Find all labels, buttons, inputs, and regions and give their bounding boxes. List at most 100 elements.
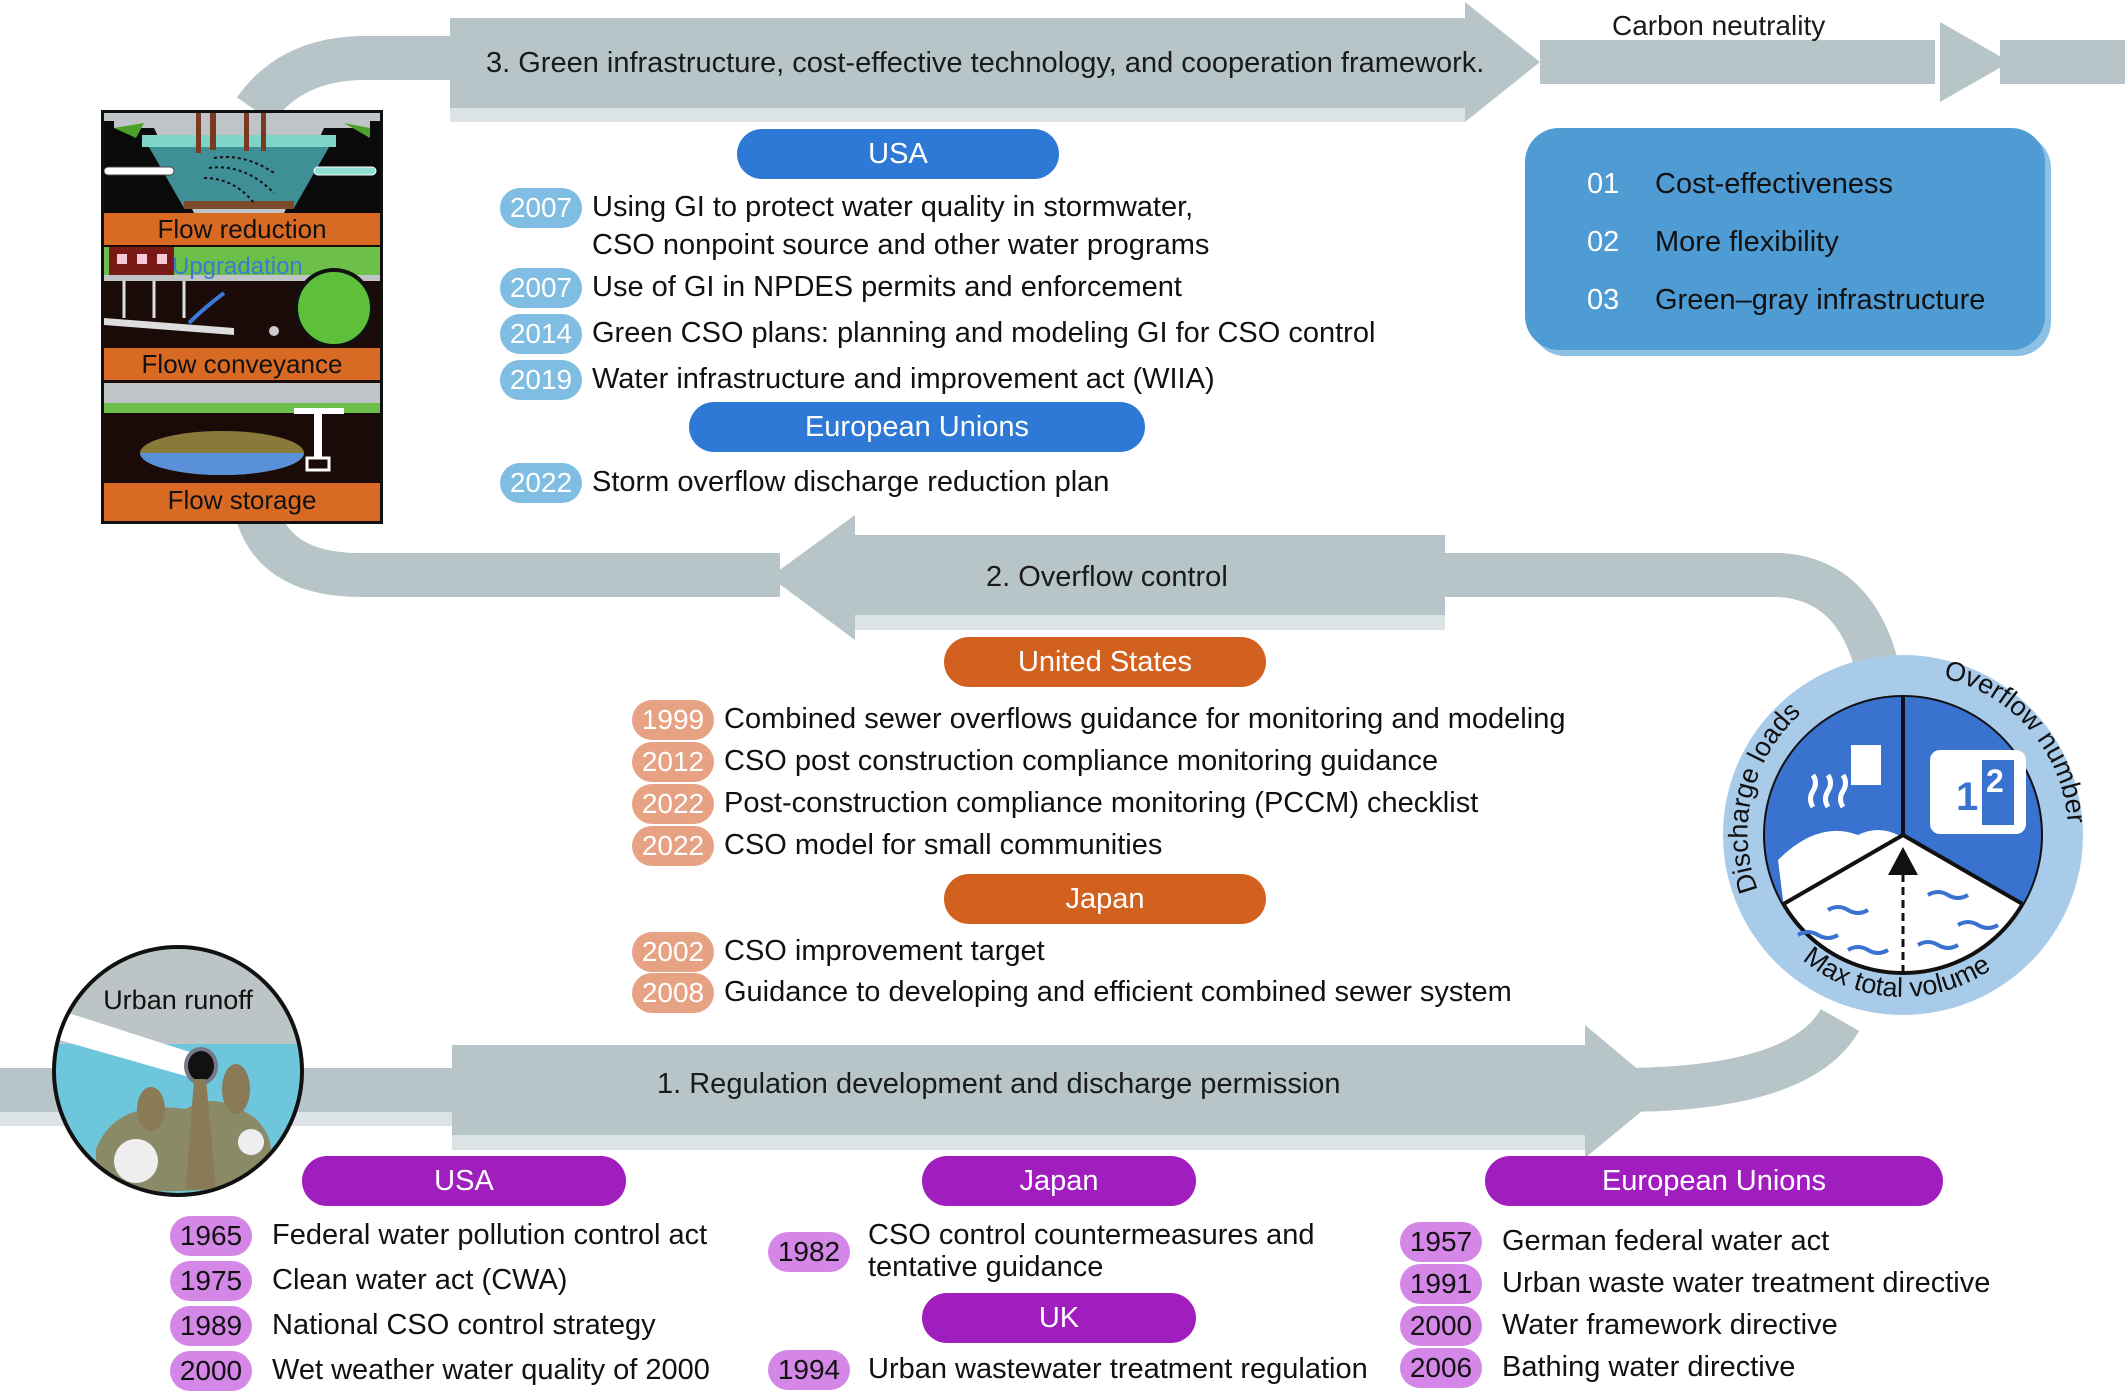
regulation-item: 1991 Urban waste water treatment directi… — [1400, 1264, 1990, 1304]
year-badge: 2019 — [500, 360, 582, 400]
regulation-text: CSO model for small communities — [724, 829, 1163, 861]
regulation-text: Federal water pollution control act — [272, 1219, 708, 1251]
year-badge: 2000 — [1400, 1306, 1482, 1346]
benefit-number: 02 — [1587, 226, 1620, 258]
regulation-text: Using GI to protect water quality in sto… — [592, 191, 1194, 223]
region-badge-japan-stage1: Japan — [922, 1156, 1196, 1206]
regulation-text: German federal water act — [1502, 1225, 1830, 1257]
stage1-title: 1. Regulation development and discharge … — [657, 1068, 1341, 1100]
regulation-text: Urban wastewater treatment regulation — [868, 1353, 1368, 1385]
counter-digit-1: 1 — [1956, 775, 1978, 819]
regulation-text: Green CSO plans: planning and modeling G… — [592, 317, 1376, 349]
stage2-title: 2. Overflow control — [986, 561, 1228, 593]
year-badge: 1991 — [1400, 1264, 1482, 1304]
upgrade-inset — [294, 268, 374, 348]
regulation-item: 2019 Water infrastructure and improvemen… — [500, 360, 1215, 400]
region-badge-usa-stage3: USA — [737, 129, 1059, 179]
year-badge: 2022 — [632, 784, 714, 824]
regulation-item: 2008 Guidance to developing and efficien… — [632, 973, 1512, 1013]
flow-storage-label: Flow storage — [167, 485, 317, 515]
benefit-label: Cost-effectiveness — [1655, 168, 1894, 200]
steam-icon — [1808, 773, 1848, 809]
stage1-arrow — [452, 1025, 1665, 1158]
water-waves-icon — [1796, 890, 2000, 955]
urban-runoff-illustration: Urban runoff — [52, 945, 304, 1197]
regulation-text: Storm overflow discharge reduction plan — [592, 466, 1110, 498]
regulation-item: 2014 Green CSO plans: planning and model… — [500, 314, 1375, 354]
regulation-text: Bathing water directive — [1502, 1351, 1796, 1383]
bioretention-basin — [142, 135, 336, 208]
benefit-label: More flexibility — [1655, 226, 1839, 258]
year-badge: 2007 — [500, 268, 582, 308]
year-badge: 2007 — [500, 188, 582, 228]
regulation-text-line2: tentative guidance — [868, 1251, 1104, 1283]
regulation-item: 1975 Clean water act (CWA) — [170, 1261, 567, 1301]
regulation-item: 1982 CSO control countermeasures and ten… — [768, 1216, 1315, 1286]
regulation-text: National CSO control strategy — [272, 1309, 656, 1341]
regulation-item: 2022 CSO model for small communities — [632, 826, 1162, 866]
regulation-text: CSO control countermeasures and — [868, 1219, 1315, 1251]
year-badge: 1975 — [170, 1261, 252, 1301]
year-badge: 2000 — [170, 1351, 252, 1391]
fish-icon — [114, 1139, 158, 1183]
regulation-text: Post-construction compliance monitoring … — [724, 787, 1479, 819]
regulation-text: CSO post construction compliance monitor… — [724, 745, 1439, 777]
regulation-item: 2022 Post-construction compliance monito… — [632, 784, 1478, 824]
benefit-item: 03 Green–gray infrastructure — [1587, 284, 1985, 317]
regulation-text: Guidance to developing and efficient com… — [724, 976, 1512, 1008]
regulation-item: 1994 Urban wastewater treatment regulati… — [768, 1350, 1368, 1390]
regulation-item: 2007 Use of GI in NPDES permits and enfo… — [500, 268, 1182, 308]
benefit-item: 02 More flexibility — [1587, 226, 1839, 259]
carbon-neutrality-chevron — [1940, 22, 2010, 102]
infra-illustration — [104, 113, 380, 521]
benefit-number: 03 — [1587, 284, 1620, 316]
stage2-arrow — [770, 515, 1445, 640]
year-badge: 2008 — [632, 973, 714, 1013]
urban-runoff-label: Urban runoff — [103, 985, 253, 1015]
regulation-text: Water framework directive — [1502, 1309, 1838, 1341]
regulation-item: 2022 Storm overflow discharge reduction … — [500, 463, 1109, 503]
regulation-item: 2002 CSO improvement target — [632, 932, 1045, 972]
flow-band-right-curve — [1440, 553, 1902, 685]
regulation-text: Clean water act (CWA) — [272, 1264, 568, 1296]
region-badge-usa-stage1: USA — [302, 1156, 626, 1206]
regulation-item: 1957 German federal water act — [1400, 1222, 1829, 1262]
regulation-item: 1965 Federal water pollution control act — [170, 1216, 707, 1256]
benefit-number: 01 — [1587, 168, 1620, 200]
regulation-text: Use of GI in NPDES permits and enforceme… — [592, 271, 1182, 303]
year-badge: 1957 — [1400, 1222, 1482, 1262]
flow-band-bottom-right — [1619, 1008, 1860, 1112]
region-badge-us-stage2: United States — [944, 637, 1266, 687]
stage3-arrow — [450, 2, 1540, 122]
flow-band-top-left — [236, 36, 450, 124]
upgradation-label: Upgradation — [172, 253, 303, 280]
carbon-neutrality-label: Carbon neutrality — [1612, 10, 1826, 41]
regulation-text: CSO improvement target — [724, 935, 1045, 967]
regulation-text: Wet weather water quality of 2000 — [272, 1354, 710, 1386]
infra-panel: Flow reduction Upgradation Flow conveyan… — [101, 110, 383, 524]
year-badge: 2022 — [632, 826, 714, 866]
arrow-up-icon — [1888, 847, 1918, 875]
benefits-box: 01 Cost-effectiveness 02 More flexibilit… — [1525, 128, 2045, 350]
regulation-item: 1999 Combined sewer overflows guidance f… — [632, 700, 1565, 740]
regulation-item: 2007 Using GI to protect water quality i… — [500, 188, 1209, 264]
stage3-title: 3. Green infrastructure, cost-effective … — [486, 47, 1485, 79]
flow-conveyance-label: Flow conveyance — [141, 349, 343, 379]
regulation-item: 2000 Wet weather water quality of 2000 — [170, 1351, 710, 1391]
benefit-item: 01 Cost-effectiveness — [1587, 168, 1893, 201]
regulation-item: 2006 Bathing water directive — [1400, 1348, 1795, 1388]
regulation-text-line2: CSO nonpoint source and other water prog… — [592, 229, 1210, 261]
regulation-item: 2012 CSO post construction compliance mo… — [632, 742, 1438, 782]
regulation-item: 1989 National CSO control strategy — [170, 1306, 656, 1346]
year-badge: 1989 — [170, 1306, 252, 1346]
year-badge: 1994 — [768, 1350, 850, 1390]
year-badge: 2012 — [632, 742, 714, 782]
regulation-text: Urban waste water treatment directive — [1502, 1267, 1991, 1299]
year-badge: 1965 — [170, 1216, 252, 1256]
regulation-text: Water infrastructure and improvement act… — [592, 363, 1215, 395]
flow-reduction-label: Flow reduction — [157, 214, 327, 244]
year-badge: 1999 — [632, 700, 714, 740]
region-badge-japan-stage2: Japan — [944, 874, 1266, 924]
year-badge: 1982 — [768, 1232, 850, 1272]
